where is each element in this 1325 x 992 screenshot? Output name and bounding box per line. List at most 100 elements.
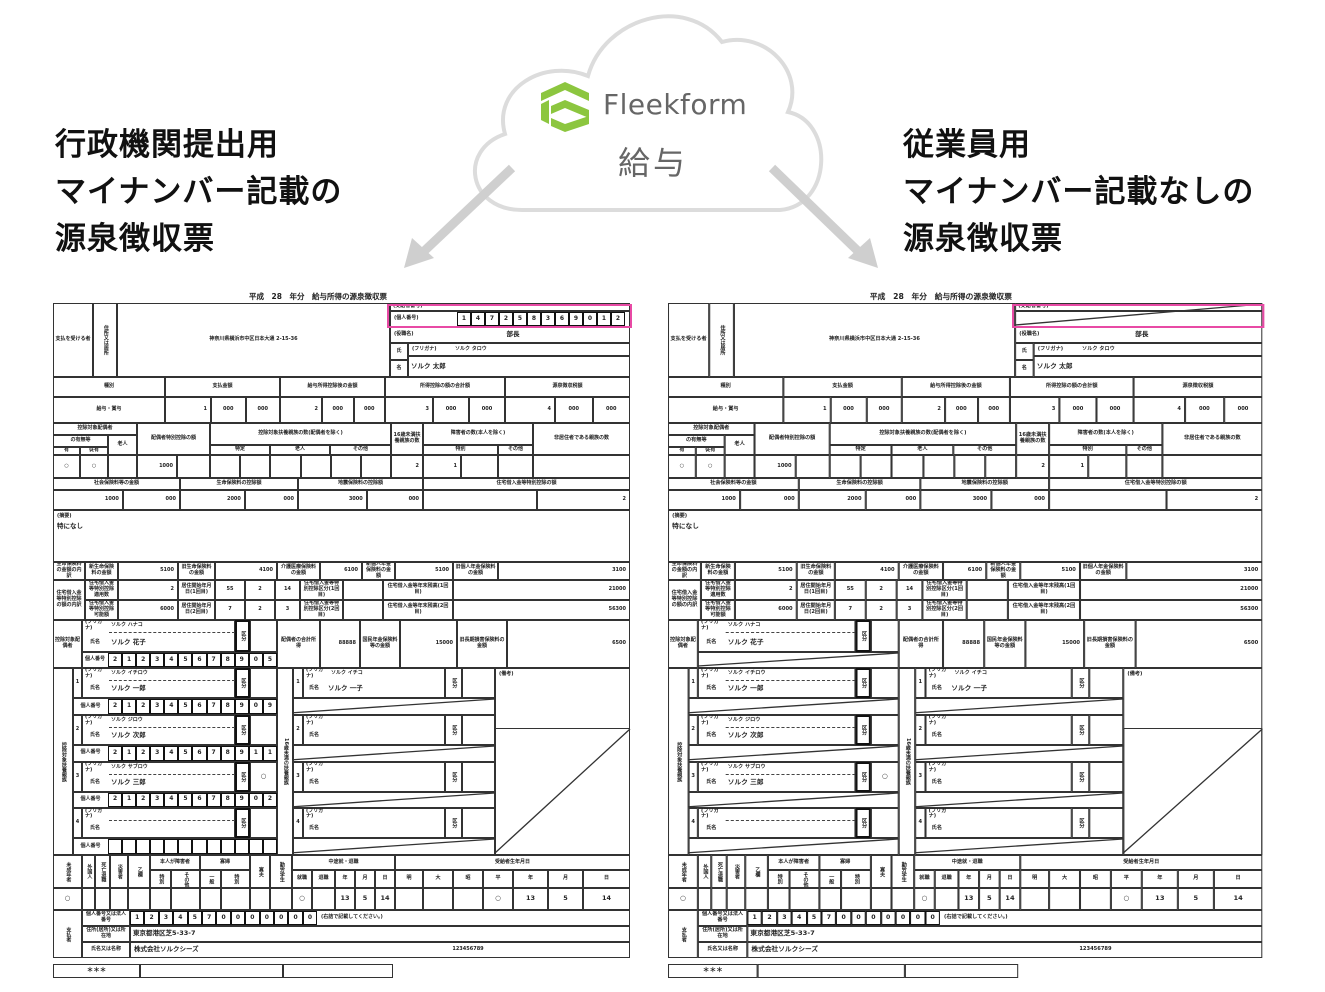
under16-index: 2 xyxy=(915,714,926,745)
strike-line xyxy=(494,728,631,854)
bottom-value: ○ xyxy=(914,888,935,910)
payer-number-digit: 2 xyxy=(144,911,159,925)
value xyxy=(1126,455,1163,478)
payer-number-digit: 4 xyxy=(173,911,188,925)
insurance-value: 000 xyxy=(991,490,1050,510)
kubun-box: 区分 xyxy=(855,761,871,792)
strike-line xyxy=(915,698,1124,714)
my-number-digit: 4 xyxy=(471,312,485,326)
housing-month: 2 xyxy=(245,580,275,600)
life-item-label: 介護医療保険料の金額 xyxy=(277,562,320,580)
housing-date-label: 居住開始年月日(1回目) xyxy=(178,580,215,600)
spouse-number-digit: 9 xyxy=(234,653,249,667)
dependent-number-digit: 2 xyxy=(136,699,151,714)
housing-balance-value: 56300 xyxy=(1080,600,1263,620)
amount-value: 000 xyxy=(866,397,902,423)
spouse-income: 88888 xyxy=(320,620,360,668)
value xyxy=(177,455,210,478)
bottom-value xyxy=(726,888,746,910)
housing-kubun-value xyxy=(343,600,383,620)
spouse-special-header: 配偶者特別控除の額 xyxy=(137,423,210,455)
dependent-number-row xyxy=(688,698,899,715)
dependent-number-digit xyxy=(150,839,165,854)
dependent-number-digit: 1 xyxy=(122,792,137,808)
under16-name xyxy=(949,820,1071,838)
right-caption-line: 源泉徴収票 xyxy=(903,221,1063,257)
spouse-name: ソルク 花子 xyxy=(111,637,146,646)
bottom-header: 大 xyxy=(1049,870,1080,888)
payer-number-note: (右詰で記載してください。) xyxy=(321,914,383,921)
dependent-number-digit: 9 xyxy=(234,745,249,761)
bottom-value xyxy=(312,888,335,910)
insurance-header: 生命保険料の控除額 xyxy=(798,478,921,490)
housing-year: 7 xyxy=(834,600,866,620)
dependent-number-digit xyxy=(234,839,249,854)
housing-kubun-value xyxy=(966,580,1008,600)
bottom-header: その他 xyxy=(171,870,200,888)
bottom-header: 勤労学生 xyxy=(891,855,915,888)
value xyxy=(923,455,955,478)
under16-name-box xyxy=(303,714,445,745)
dependent-number-digit: 1 xyxy=(122,699,137,714)
footer-cell xyxy=(757,964,905,978)
bottom-header: 昭 xyxy=(1080,870,1111,888)
value xyxy=(240,455,271,478)
name-label: 氏名 xyxy=(89,731,100,738)
under16-name-box xyxy=(925,714,1072,745)
dependent-number-digit: 2 xyxy=(108,792,123,808)
bottom-header: 年 xyxy=(1141,870,1178,888)
remarks-label: (摘要) xyxy=(672,512,688,519)
under16-furigana xyxy=(952,762,1065,774)
column-header: 所得控除の額の合計額 xyxy=(385,377,505,397)
kubun-box: 区分 xyxy=(235,620,250,652)
pension-label: 国民年金保険料等の金額 xyxy=(984,620,1026,668)
bottom-value xyxy=(745,888,768,910)
dependent-number-digit: 4 xyxy=(164,745,179,761)
name-label: 氏名 xyxy=(706,685,717,692)
dependent-number-digit: 9 xyxy=(262,699,277,714)
my-number-digit: 2 xyxy=(499,312,513,326)
housing-year: 55 xyxy=(834,580,866,600)
kubun-box: 区分 xyxy=(235,761,250,792)
bottom-value xyxy=(150,888,171,910)
spouse-number-digit: 3 xyxy=(150,653,165,667)
bottom-header: 年 xyxy=(335,870,355,888)
has-sub-header: 従有 xyxy=(695,447,725,455)
kubun-box: 区分 xyxy=(445,761,462,792)
amount-value: 2 xyxy=(280,397,322,423)
under16-number-row xyxy=(293,791,495,809)
my-number-digit: 3 xyxy=(541,312,555,326)
insurance-value: 1000 xyxy=(53,490,123,510)
under16-index: 1 xyxy=(293,668,303,698)
dependent-number-row xyxy=(688,744,899,762)
bottom-value: ○ xyxy=(1110,888,1142,910)
payer-name-row xyxy=(747,942,1263,958)
value xyxy=(891,455,924,478)
dependent-number-digit xyxy=(164,839,179,854)
furigana: ソルク タロウ xyxy=(1082,345,1115,352)
value xyxy=(498,455,533,478)
furigana-label: (フリガナ) xyxy=(700,620,719,631)
under16-index: 4 xyxy=(915,808,926,839)
footer-label: ＊＊＊ xyxy=(53,964,140,978)
name-label: 氏名 xyxy=(931,731,942,738)
furigana-label: (フリガナ) xyxy=(85,620,103,631)
value: 1 xyxy=(1049,455,1089,478)
bottom-value: 5 xyxy=(548,888,583,910)
bottom-value: 5 xyxy=(1177,888,1214,910)
value: ○ xyxy=(668,455,696,478)
my-number-digit: 8 xyxy=(527,312,541,326)
bottom-header: 日 xyxy=(1213,870,1263,888)
dependent-number-digit: 8 xyxy=(220,699,235,714)
footer-cell xyxy=(283,964,393,978)
amount-value: 000 xyxy=(245,397,280,423)
furigana-label: (フリガナ) xyxy=(700,808,719,820)
value: 2 xyxy=(391,455,423,478)
dependent-number-digit: 6 xyxy=(192,699,207,714)
value xyxy=(1088,455,1127,478)
under16-number-row xyxy=(293,838,495,855)
dependents-label: 控除対象扶養親族 xyxy=(668,668,689,855)
value xyxy=(954,455,986,478)
dashed-divider xyxy=(109,680,235,681)
